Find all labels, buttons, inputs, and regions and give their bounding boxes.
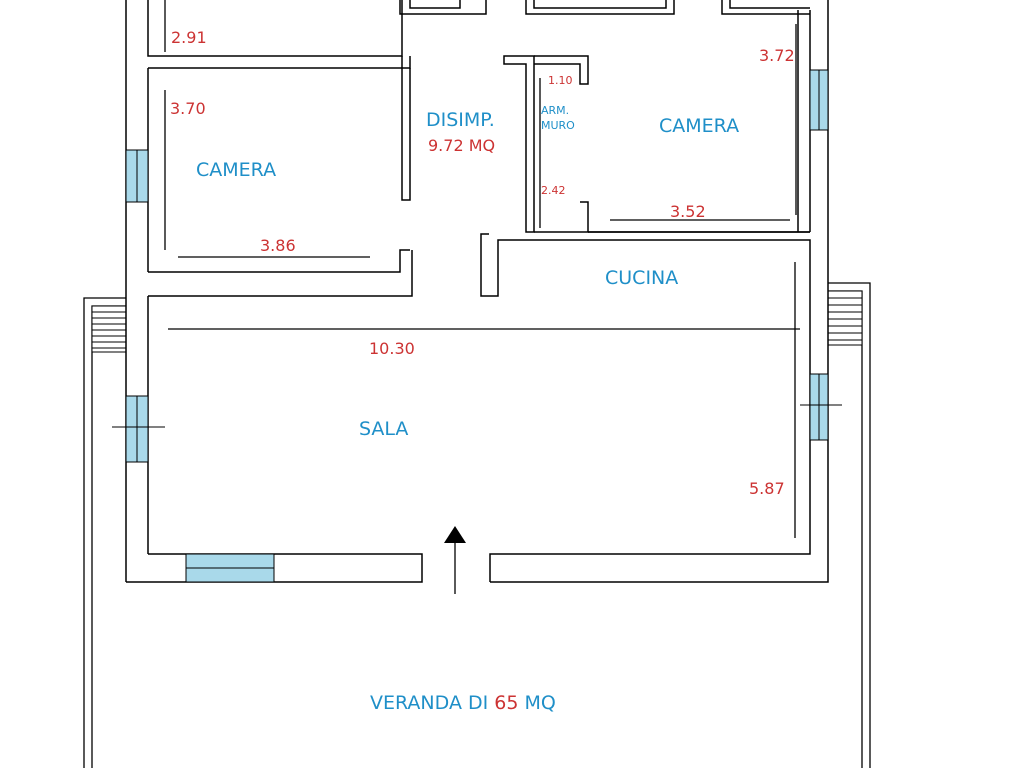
stairs-right <box>827 290 863 346</box>
exterior-walls <box>125 0 829 583</box>
stairs-left <box>91 305 127 353</box>
label-camera-right: CAMERA <box>659 115 739 137</box>
crosshair-marks <box>112 404 842 428</box>
dim-camera-left-height: 3.70 <box>170 99 206 118</box>
interior-walls <box>147 0 810 297</box>
label-sala: SALA <box>359 418 408 440</box>
dim-camera-right-width: 3.52 <box>670 202 706 221</box>
windows <box>125 69 829 583</box>
label-veranda: VERANDA DI 65 MQ <box>370 692 556 714</box>
label-disimpegno: DISIMP. <box>426 109 495 131</box>
label-cucina: CUCINA <box>605 267 678 289</box>
dim-armadio-width: 1.10 <box>548 74 573 87</box>
entrance-arrow-icon <box>444 526 466 594</box>
dim-top-left-room: 2.91 <box>171 28 207 47</box>
area-disimpegno: 9.72 MQ <box>428 136 495 155</box>
dim-camera-left-width: 3.86 <box>260 236 296 255</box>
label-camera-left: CAMERA <box>196 159 276 181</box>
label-armadio-line1: ARM. <box>541 104 569 117</box>
label-armadio-line2: MURO <box>541 119 575 132</box>
dim-sala-height: 5.87 <box>749 479 785 498</box>
dimension-lines <box>164 0 800 538</box>
dim-sala-width: 10.30 <box>369 339 415 358</box>
dim-armadio-height: 2.42 <box>541 184 566 197</box>
dim-camera-right-height: 3.72 <box>759 46 795 65</box>
